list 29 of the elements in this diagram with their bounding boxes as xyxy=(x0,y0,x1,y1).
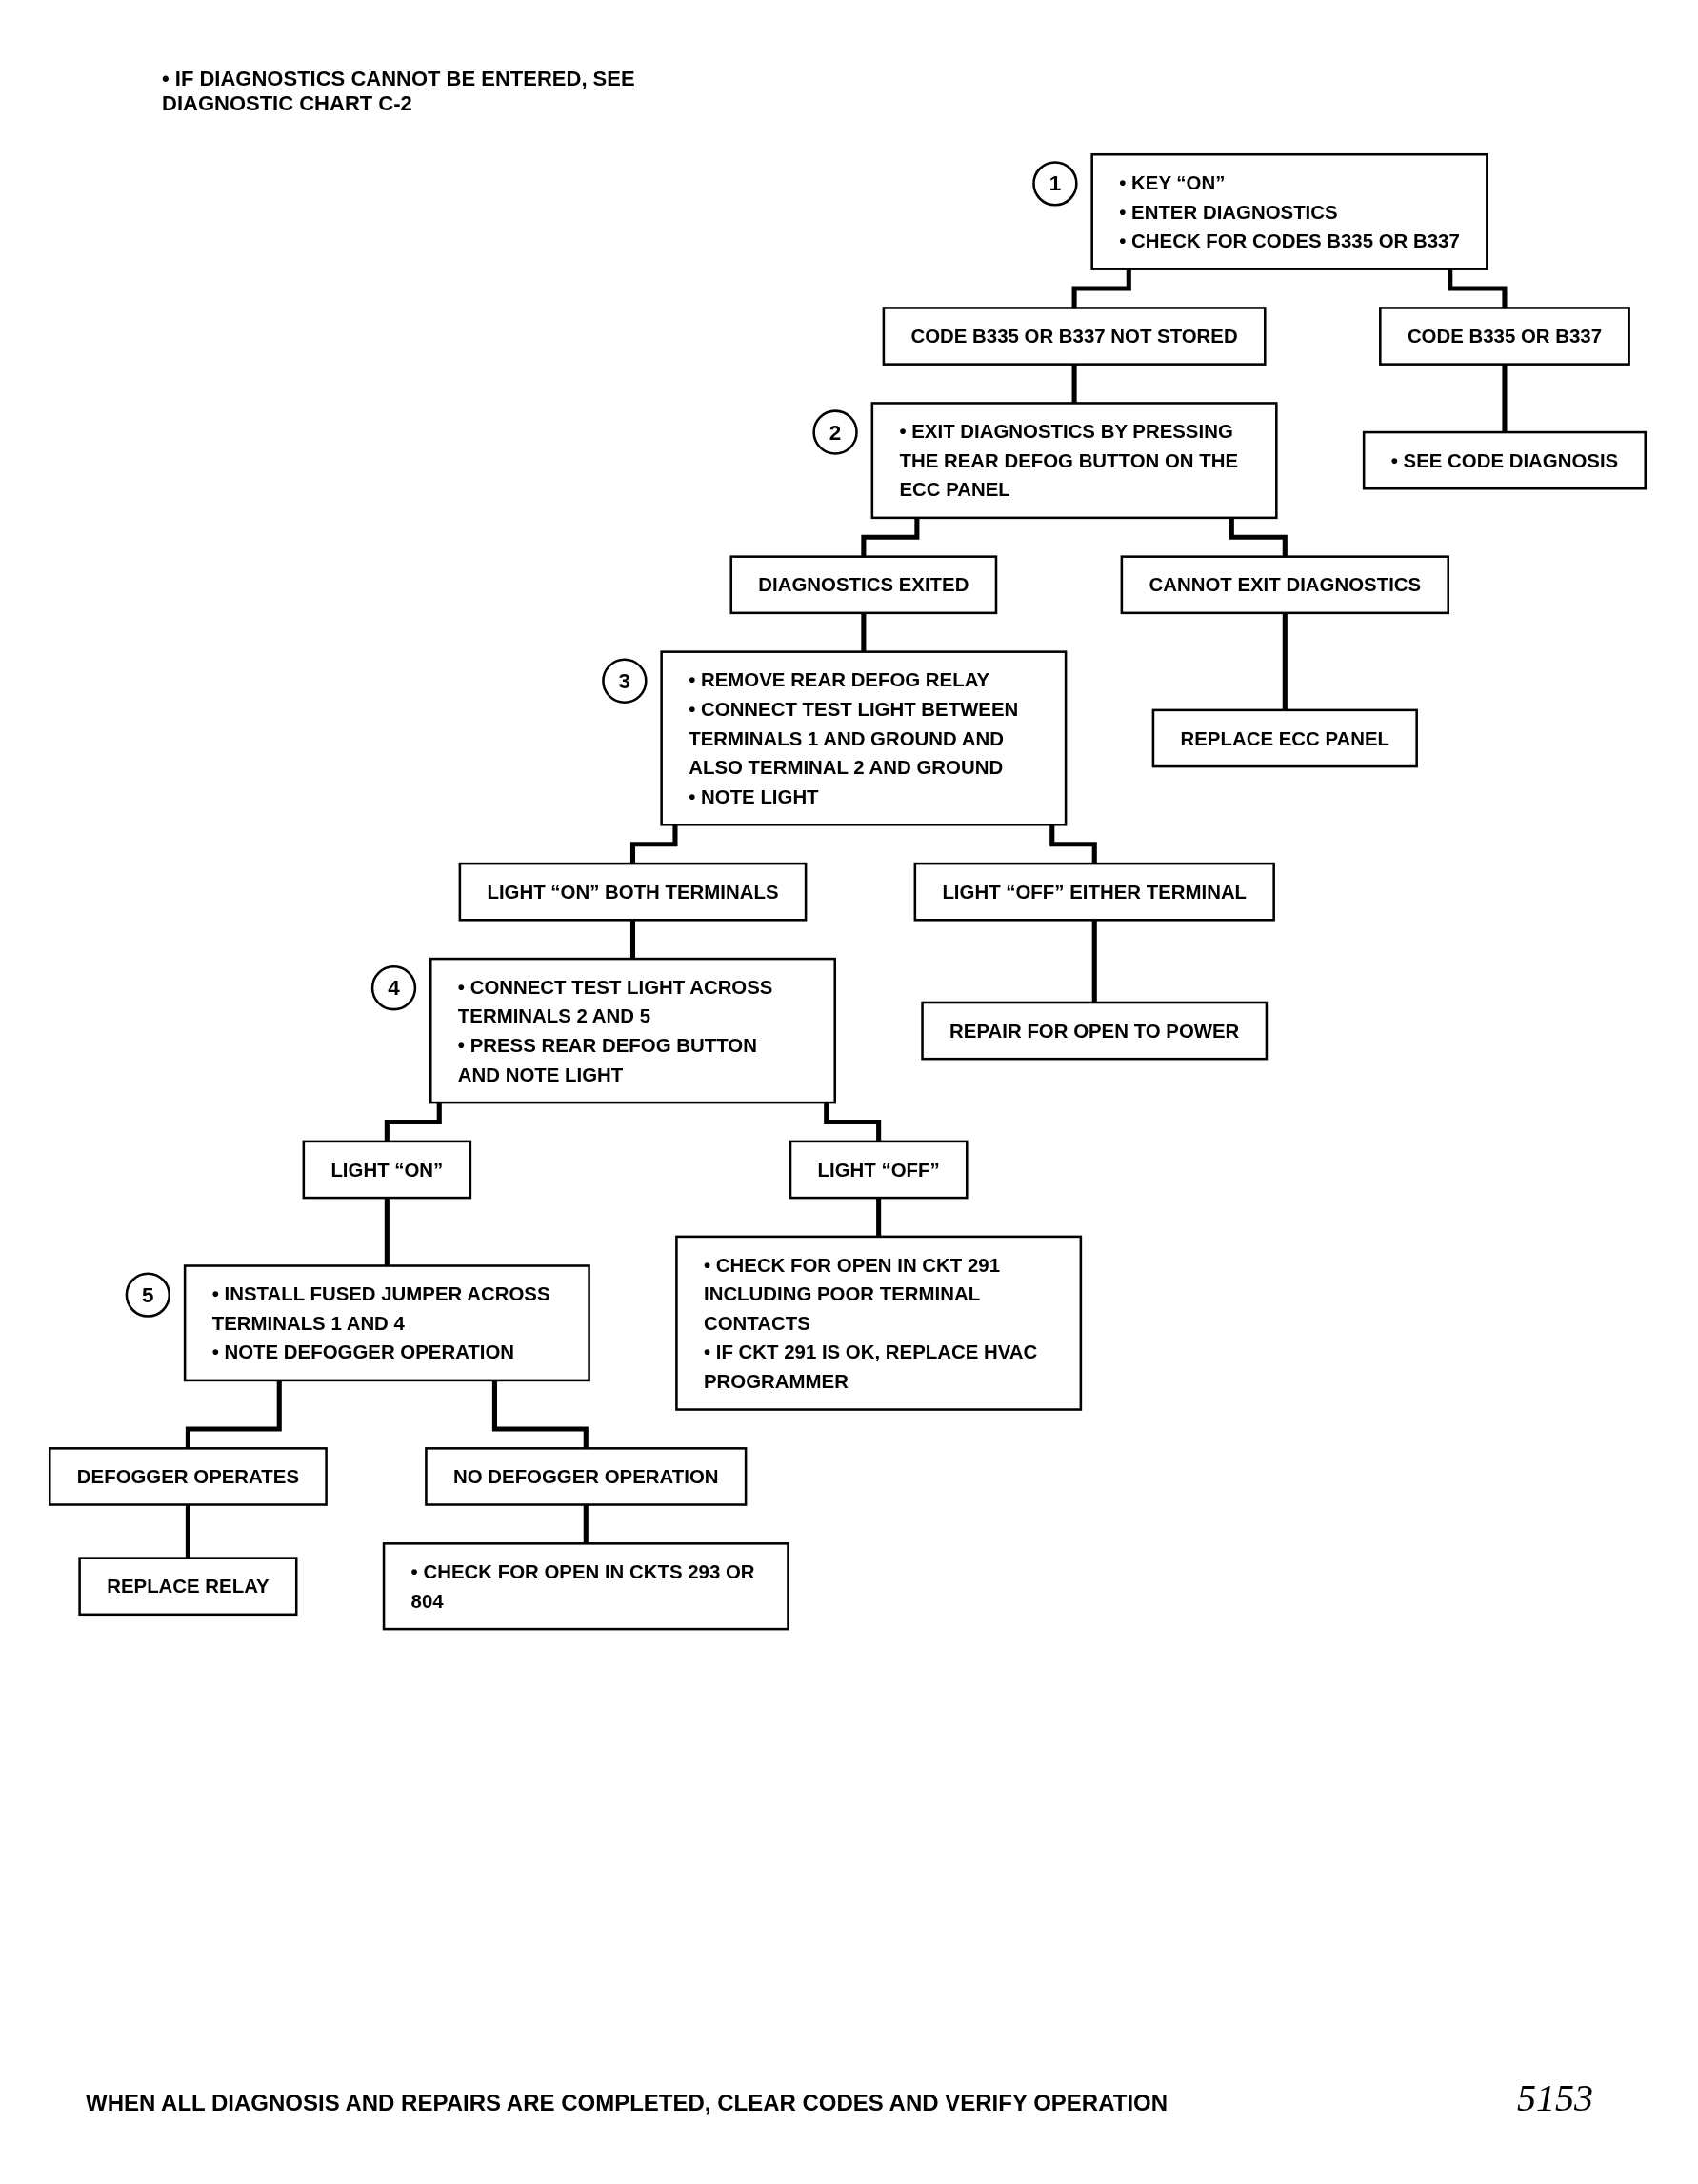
node-box: CODE B335 OR B337 NOT STORED xyxy=(882,307,1267,366)
node-box: • REMOVE REAR DEFOG RELAY • CONNECT TEST LIGHT BETWEEN TERMINALS 1 AND GROUND AND ALSO TERMINAL 2 AND GROUND • NOTE LIGHT xyxy=(660,650,1068,826)
note-text: • IF DIAGNOSTICS CANNOT BE ENTERED, SEE DIAGNOSTIC CHART C-2 xyxy=(162,67,636,116)
node-box: DIAGNOSTICS EXITED xyxy=(729,555,998,615)
node-box: LIGHT “OFF” xyxy=(789,1140,969,1200)
node-box: LIGHT “ON” BOTH TERMINALS xyxy=(458,862,808,922)
footer-note: WHEN ALL DIAGNOSIS AND REPAIRS ARE COMPLETED, CLEAR CODES AND VERIFY OPERATION xyxy=(86,2090,1169,2116)
step-number: 1 xyxy=(1032,161,1078,207)
node-box: CANNOT EXIT DIAGNOSTICS xyxy=(1120,555,1449,615)
step-number: 4 xyxy=(370,964,417,1011)
node-box: • CHECK FOR OPEN IN CKT 291 INCLUDING POOR TERMINAL CONTACTS • IF CKT 291 IS OK, REPLACE HVAC PROGRAMMER xyxy=(675,1235,1083,1411)
node-box: NO DEFOGGER OPERATION xyxy=(425,1447,748,1506)
node-box: • CONNECT TEST LIGHT ACROSS TERMINALS 2 AND 5 • PRESS REAR DEFOG BUTTON AND NOTE LIGHT xyxy=(429,957,836,1104)
node-box: REPLACE RELAY xyxy=(78,1557,298,1617)
node-box: • EXIT DIAGNOSTICS BY PRESSING THE REAR DEFOG BUTTON ON THE ECC PANEL xyxy=(870,402,1278,520)
node-box: LIGHT “ON” xyxy=(302,1140,472,1200)
node-box: • INSTALL FUSED JUMPER ACROSS TERMINALS 1 AND 4 • NOTE DEFOGGER OPERATION xyxy=(183,1264,590,1382)
node-box: • SEE CODE DIAGNOSIS xyxy=(1362,430,1648,490)
step-number: 3 xyxy=(602,658,648,704)
node-box: DEFOGGER OPERATES xyxy=(48,1447,328,1506)
figure-number: 5153 xyxy=(1517,2075,1593,2120)
step-number: 2 xyxy=(812,409,858,455)
node-box: REPLACE ECC PANEL xyxy=(1151,708,1418,768)
node-box: REPAIR FOR OPEN TO POWER xyxy=(921,1001,1269,1061)
node-box: • CHECK FOR OPEN IN CKTS 293 OR 804 xyxy=(382,1542,789,1631)
node-box: • KEY “ON” • ENTER DIAGNOSTICS • CHECK FOR CODES B335 OR B337 xyxy=(1090,152,1488,270)
node-box: LIGHT “OFF” EITHER TERMINAL xyxy=(913,862,1275,922)
step-number: 5 xyxy=(125,1272,171,1318)
node-box: CODE B335 OR B337 xyxy=(1379,307,1630,366)
